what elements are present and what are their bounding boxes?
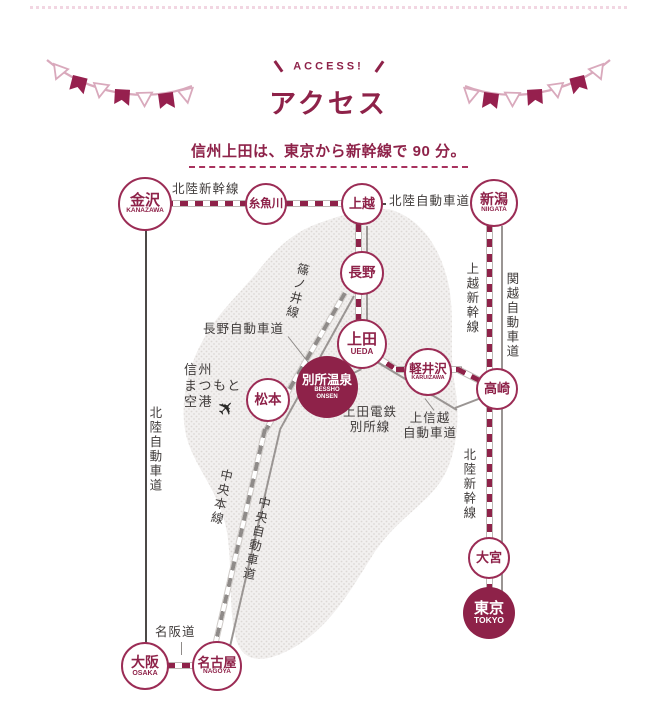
label-joshinetsu-expwy: 上信越 自動車道 [402,411,457,440]
station-nagano: 長野 [340,251,384,295]
label-nagano-expwy: 長野自動車道 [203,322,285,336]
label-hokuriku-expwy-top: 北陸自動車道 [386,194,474,209]
station-kanazawa: 金沢 KANAZAWA [118,177,172,231]
tagline-slash-right-icon [374,60,384,73]
label-shinonoi-line: 篠ノ井線 [282,261,311,321]
page-title: アクセス [269,89,388,119]
tagline-text: ACCESS! [293,60,364,73]
subtitle-text: 信州上田は、東京から新幹線で 90 分。 [188,140,469,168]
station-itoigawa: 糸魚川 [245,183,287,225]
subtitle-wrap: 信州上田は、東京から新幹線で 90 分。 [0,140,657,168]
bunting-garland-left-icon [46,59,195,109]
pointer-meihan [181,642,182,655]
label-joetsu-shinkansen: 上越新幹線 [464,262,479,335]
label-kanetsu-expwy: 関越自動車道 [504,272,519,359]
station-osaka: 大阪 OSAKA [121,642,169,690]
station-omiya: 大宮 [468,537,510,579]
road-meihan-expwy-line [167,662,195,669]
road-hokuriku-expwy-left [145,226,147,644]
road-kanetsu-expwy-vertical [501,226,503,606]
bunting-garland-right-icon [462,59,611,109]
pointer-joshinetsu [424,398,435,411]
label-hokuriku-shinkansen-top: 北陸新幹線 [172,182,240,196]
station-takasaki: 高崎 [476,368,518,410]
top-lace-border [30,6,627,9]
label-hokuriku-shinkansen-right: 北陸新幹線 [461,448,476,521]
station-bessho-onsen: 別所温泉 BESSHO ONSEN [296,356,358,418]
access-tagline: ACCESS! [0,60,657,73]
station-joetsu: 上越 [341,183,383,225]
station-karuizawa: 軽井沢 KARUIZAWA [404,348,452,396]
label-chuo-main-line: 中央本線 [207,467,234,527]
station-niigata: 新潟 NIIGATA [470,179,518,227]
station-tokyo: 東京 TOKYO [463,587,515,639]
station-nagoya: 名古屋 NAGOYA [192,641,242,691]
station-matsumoto: 松本 [246,378,290,422]
label-meihan-expwy: 名阪道 [155,625,196,639]
tagline-slash-left-icon [273,60,283,73]
label-hokuriku-expwy-left: 北陸自動車道 [147,406,162,493]
